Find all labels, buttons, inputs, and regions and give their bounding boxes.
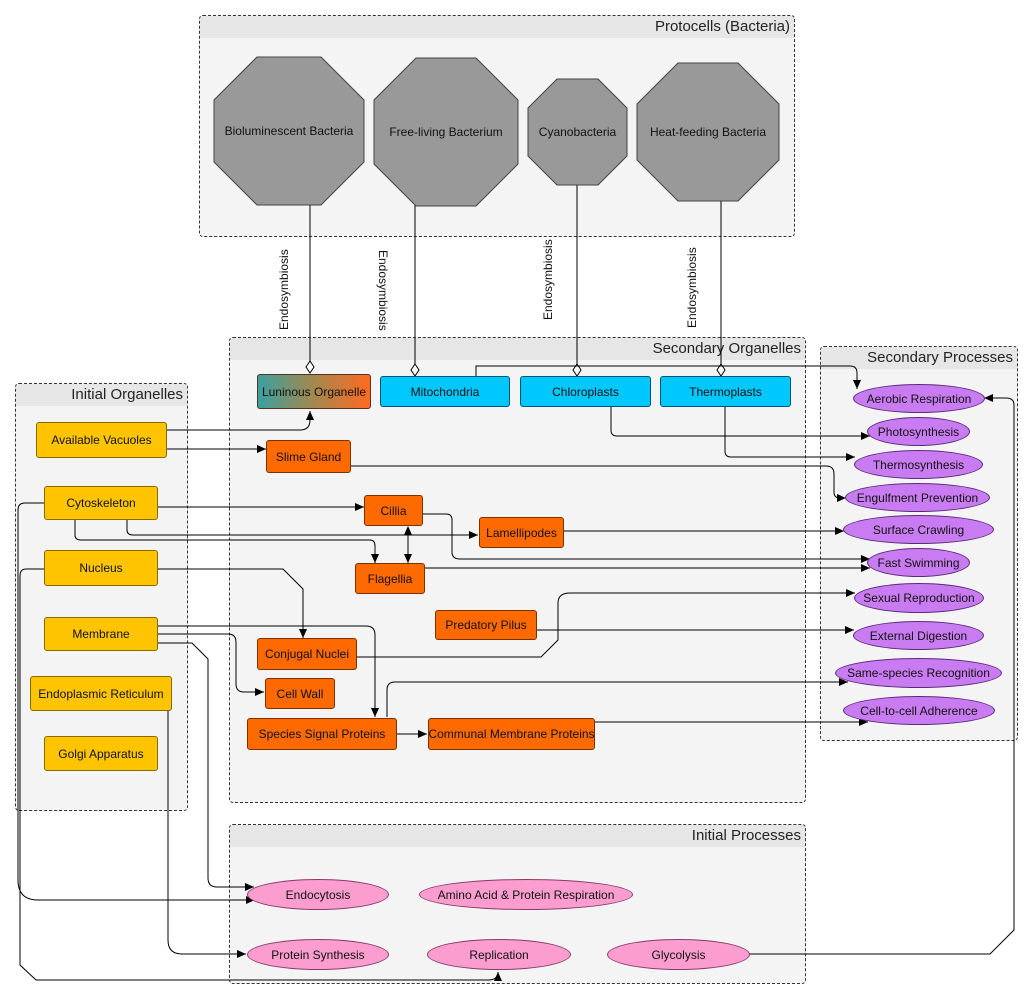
bacteria-cyanobacteria-label: Cyanobacteria [538, 125, 617, 139]
edge-glycolysis-aerobic [749, 394, 1015, 955]
edge-membrane-species [158, 625, 379, 717]
node-same-species-recognition[interactable]: Same-species Recognition [835, 658, 1002, 688]
edge-conjugal-sexrepro [357, 589, 855, 658]
node-predatory-pilus[interactable]: Predatory Pilus [435, 610, 537, 640]
group-title-initial-organelles: Initial Organelles [71, 386, 183, 403]
edge-slime-engulf [351, 465, 846, 502]
node-lamellipodes[interactable]: Lamellipodes [479, 517, 564, 548]
node-cytoskeleton[interactable]: Cytoskeleton [44, 486, 158, 520]
node-glycolysis[interactable]: Glycolysis [607, 939, 750, 970]
node-available-vacuoles[interactable]: Available Vacuoles [36, 422, 167, 458]
node-conjugal-nuclei[interactable]: Conjugal Nuclei [257, 638, 357, 670]
octagon-shape [373, 57, 519, 207]
node-slime-gland[interactable]: Slime Gland [266, 440, 351, 473]
endosymbiosis-label-3: Endosymbiosis [541, 239, 555, 320]
edge-vacuoles-luminous [166, 411, 314, 431]
node-thermoplasts[interactable]: Thermoplasts [660, 376, 791, 407]
group-title-secondary-organelles: Secondary Organelles [652, 340, 801, 357]
endosymbiosis-label-2: Endosymbiosis [376, 250, 390, 331]
bacteria-bioluminescent[interactable]: Bioluminescent Bacteria [213, 56, 365, 206]
node-flagellia[interactable]: Flagellia [355, 563, 425, 594]
edge-chloro-photo [610, 407, 870, 440]
group-title-secondary-processes: Secondary Processes [867, 349, 1013, 366]
node-external-digestion[interactable]: External Digestion [853, 621, 984, 650]
node-fast-swimming[interactable]: Fast Swimming [867, 548, 970, 577]
node-endoplasmic-reticulum[interactable]: Endoplasmic Reticulum [30, 676, 172, 711]
bacteria-bioluminescent-label: Bioluminescent Bacteria [224, 124, 354, 138]
node-cell-wall[interactable]: Cell Wall [265, 678, 335, 709]
node-nucleus[interactable]: Nucleus [44, 550, 158, 586]
node-luminous-organelle[interactable]: Luninous Organelle [257, 374, 371, 409]
node-replication[interactable]: Replication [427, 939, 571, 970]
edge-cyto-lamelli [126, 520, 478, 539]
node-aerobic-respiration[interactable]: Aerobic Respiration [853, 384, 985, 413]
node-sexual-reproduction[interactable]: Sexual Reproduction [854, 583, 984, 613]
octagon-shape [636, 62, 780, 202]
bacteria-heat-feeding-label: Heat-feeding Bacteria [649, 125, 767, 139]
edge-er-proteinsynth [167, 711, 246, 958]
node-communal-membrane-proteins[interactable]: Communal Membrane Proteins [428, 718, 595, 750]
node-species-signal-proteins[interactable]: Species Signal Proteins [247, 718, 397, 750]
endosymbiosis-label-1: Endosymbiosis [277, 249, 291, 330]
node-protein-synthesis[interactable]: Protein Synthesis [247, 939, 389, 970]
node-membrane[interactable]: Membrane [44, 617, 158, 651]
edge-mito-aerobic [475, 365, 861, 389]
octagon-shape [527, 78, 628, 186]
node-amino-acid-protein-respiration[interactable]: Amino Acid & Protein Respiration [419, 879, 633, 910]
edge-nucleus-conjugal [158, 568, 307, 638]
bacteria-heat-feeding[interactable]: Heat-feeding Bacteria [636, 62, 780, 202]
node-photosynthesis[interactable]: Photosynthesis [867, 417, 970, 446]
node-engulfment-prevention[interactable]: Engulfment Prevention [845, 483, 990, 512]
node-chloroplasts[interactable]: Chloroplasts [520, 376, 651, 407]
bacteria-cyanobacteria[interactable]: Cyanobacteria [527, 78, 628, 186]
octagon-shape [213, 56, 365, 206]
node-cell-to-cell-adherence[interactable]: Cell-to-cell Adherence [843, 696, 995, 725]
node-endocytosis[interactable]: Endocytosis [247, 879, 389, 910]
edge-nucleus-replication [19, 568, 502, 982]
edge-cyto-flagellia [74, 520, 379, 563]
edge-membrane-endocytosis [158, 642, 254, 891]
node-surface-crawling[interactable]: Surface Crawling [843, 515, 994, 544]
bacteria-free-living-label: Free-living Bacterium [389, 125, 503, 139]
node-cillia[interactable]: Cillia [364, 495, 423, 526]
node-mitochondria[interactable]: Mitochondria [380, 376, 510, 407]
endosymbiosis-label-4: Endosymbiosis [685, 247, 699, 328]
node-thermosynthesis[interactable]: Thermosynthesis [854, 450, 983, 479]
edge-cyto-protein-synthesis [17, 502, 255, 904]
group-title-initial-processes: Initial Processes [691, 827, 801, 844]
edge-species-samespecies [386, 678, 848, 717]
edge-cillia-fastswim [423, 513, 870, 563]
bacteria-free-living[interactable]: Free-living Bacterium [373, 57, 519, 207]
edge-thermo-thermosyn [724, 407, 855, 461]
edge-membrane-cellwall [158, 633, 264, 696]
group-title-protocells: Protocells (Bacteria) [654, 18, 790, 35]
node-golgi-apparatus[interactable]: Golgi Apparatus [44, 736, 158, 771]
